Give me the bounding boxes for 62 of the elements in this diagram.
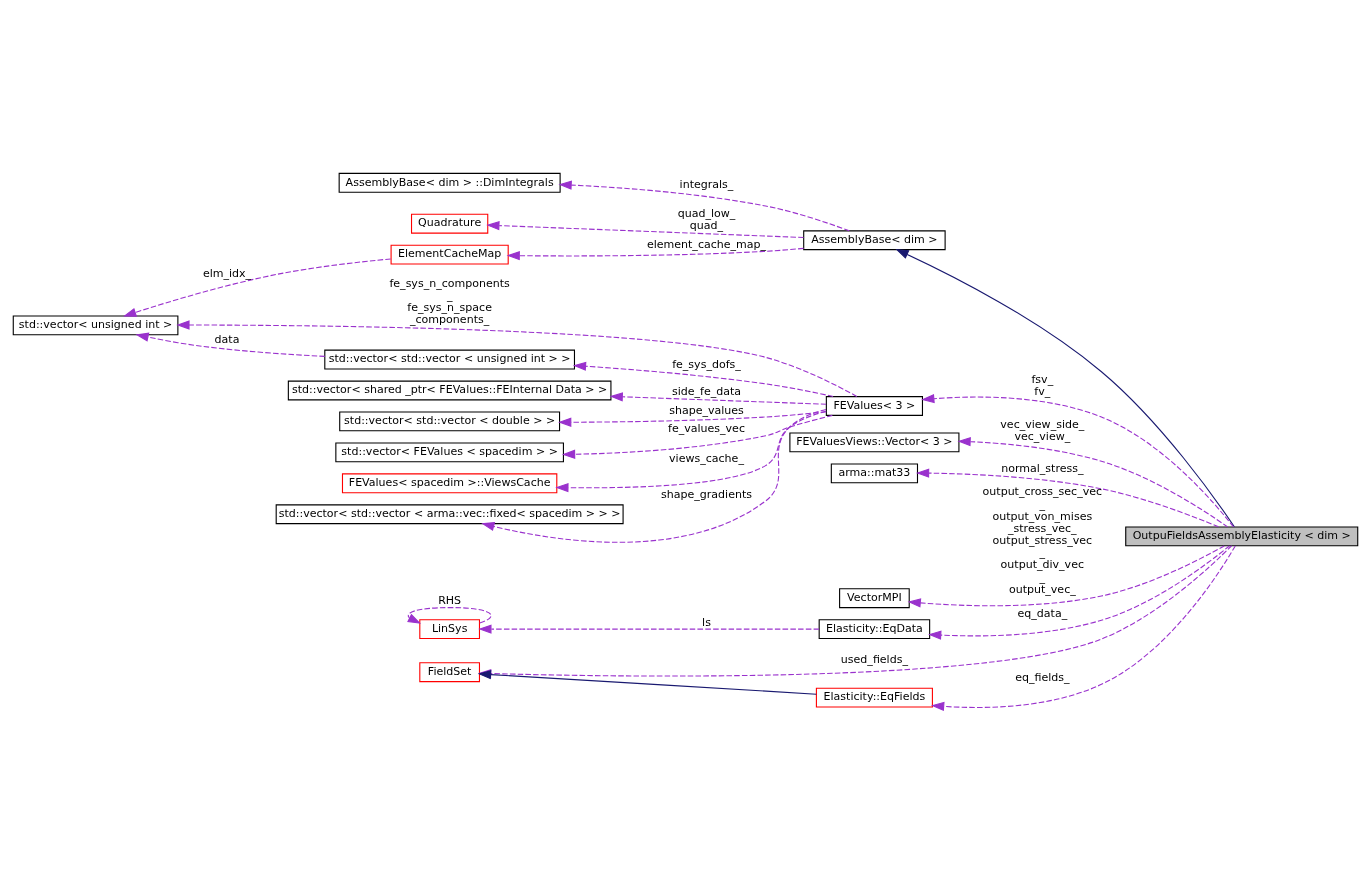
- edge-label: fe_sys_dofs_: [672, 358, 741, 372]
- arrow: [558, 411, 827, 427]
- edge-label: integrals_: [679, 178, 734, 192]
- arrow: [915, 468, 1219, 528]
- node-box: arma::mat33: [830, 463, 919, 484]
- node-box: LinSys: [419, 619, 481, 640]
- edge-label: data: [214, 333, 240, 346]
- edge-label: output_cross_sec_vec _ output_von_mises _stress_vec_ output_stress_vec _ output_div_vec _ output_vec_: [982, 485, 1103, 596]
- node-box: FEValuesViews::Vector< 3 >: [789, 432, 960, 453]
- node-box: std::vector< unsigned int >: [12, 315, 179, 336]
- arrow: [123, 258, 392, 317]
- arrow: [558, 180, 850, 232]
- arrow: [481, 408, 827, 543]
- arrow: [921, 394, 1234, 528]
- arrow: [561, 414, 833, 459]
- edge-label: RHS: [438, 594, 462, 608]
- node-box: AssemblyBase< dim > ::DimIntegrals: [338, 172, 561, 193]
- edge-label: eq_fields_: [1015, 671, 1070, 685]
- node-box: std::vector< std::vector < arma::vec::fixed< spacedim > > >: [275, 504, 624, 525]
- arrow: [931, 545, 1236, 712]
- arrow: [486, 220, 805, 239]
- edge-label: fe_values_vec: [668, 422, 745, 436]
- node-box: Quadrature: [410, 213, 489, 234]
- edge-label: quad_low_ quad_: [677, 207, 736, 233]
- node-box: ElementCacheMap: [390, 244, 509, 265]
- arrow: [555, 410, 827, 493]
- arrow: [478, 624, 820, 634]
- arrow: [176, 320, 858, 397]
- edge-label: side_fe_data: [671, 384, 742, 398]
- edge-label: fsv_ fv_: [1031, 372, 1054, 398]
- edge-label: shape_gradients: [660, 487, 753, 501]
- node-box: FieldSet: [419, 662, 481, 683]
- arrow: [407, 607, 492, 624]
- arrow: [135, 332, 326, 357]
- node-box: std::vector< shared _ptr< FEValues::FEInternal Data > >: [287, 380, 612, 401]
- edge-label: shape_values: [669, 403, 744, 417]
- node-box: OutpuFieldsAssemblyElasticity < dim >: [1125, 526, 1359, 547]
- edge-label: views_cache_: [669, 452, 744, 466]
- edge-label: ls: [702, 615, 711, 629]
- arrow: [907, 545, 1225, 608]
- arrow: [506, 247, 805, 261]
- edge-label: normal_stress_: [1001, 462, 1084, 476]
- edge-label: element_cache_map_: [646, 237, 767, 251]
- node-box: std::vector< std::vector < double > >: [339, 411, 561, 432]
- node-box: VectorMPI: [839, 588, 910, 609]
- node-box: std::vector< FEValues < spacedim > >: [335, 442, 564, 463]
- arrow: [895, 249, 1235, 528]
- arrow: [572, 361, 834, 398]
- node-box: AssemblyBase< dim >: [803, 230, 946, 251]
- node-box: Elasticity::EqData: [818, 619, 931, 640]
- arrow: [957, 437, 1229, 528]
- edge-label: used_fields_: [840, 653, 908, 667]
- arrow: [609, 392, 827, 405]
- node-box: FEValues< 3 >: [825, 396, 923, 416]
- edge-label: eq_data_: [1017, 606, 1068, 620]
- node-box: std::vector< std::vector < unsigned int > >: [324, 349, 575, 370]
- edge-label: vec_view_side_ vec_view_: [1000, 418, 1085, 444]
- edge-label: elm_idx_: [202, 266, 252, 280]
- node-box: FEValues< spacedim >::ViewsCache: [341, 473, 558, 494]
- edge-label: fe_sys_n_components _ fe_sys_n_space _components_: [389, 276, 510, 327]
- arrow: [928, 545, 1230, 640]
- node-box: Elasticity::EqFields: [815, 687, 933, 708]
